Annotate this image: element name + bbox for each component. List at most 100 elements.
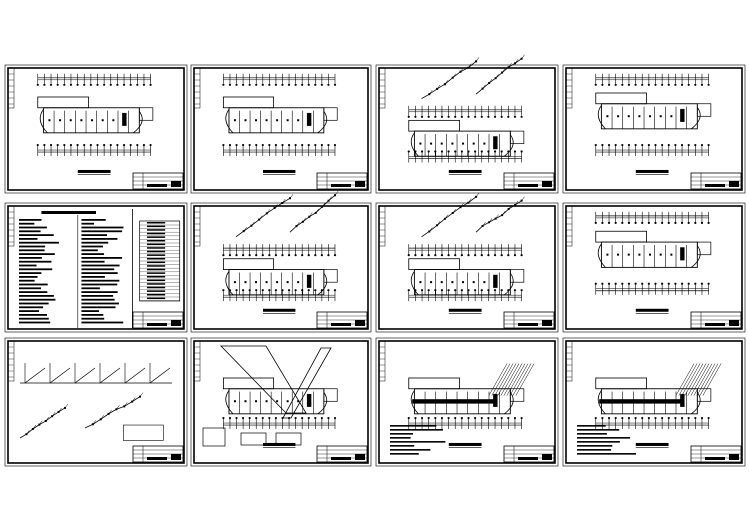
building-footprint xyxy=(408,258,525,296)
drawing-sheet-2 xyxy=(190,64,372,194)
grid-bubble xyxy=(467,150,470,153)
curved-wall xyxy=(410,390,419,415)
grid-bubble xyxy=(96,143,99,147)
branch-pipe xyxy=(49,367,71,384)
branch-pipe xyxy=(24,367,46,384)
grid-bubble xyxy=(493,150,497,153)
note-text-line xyxy=(81,219,106,221)
title-block-fill xyxy=(542,320,552,326)
note-text-line xyxy=(81,245,104,248)
pipe-segment xyxy=(19,433,27,439)
pipe-segment xyxy=(266,207,275,214)
pipe-segment xyxy=(468,196,477,204)
binding-strip xyxy=(378,340,386,382)
grid-bubble xyxy=(434,254,437,257)
grid-bubble xyxy=(314,143,317,147)
grid-bubble xyxy=(707,416,710,420)
fixture xyxy=(244,119,247,122)
fixture xyxy=(430,142,433,145)
grid-bubble xyxy=(407,254,410,257)
grid-bubble xyxy=(520,416,523,420)
sheet-inner-border xyxy=(193,340,369,464)
grid-bubble xyxy=(467,254,470,257)
grid-bubble xyxy=(320,143,323,147)
grid-bubble xyxy=(268,83,271,86)
grid-bubble xyxy=(281,143,284,147)
fixture xyxy=(91,119,94,122)
grid-bubble xyxy=(420,289,424,292)
note-text-line xyxy=(81,317,105,320)
grid-bubble xyxy=(647,221,650,224)
fixture xyxy=(451,142,454,145)
note-text-line xyxy=(19,298,56,301)
title-block-text xyxy=(705,323,725,326)
legend-text xyxy=(146,222,166,224)
grid-bubble xyxy=(228,254,232,257)
pipe-segment xyxy=(32,424,40,430)
grid-bubble xyxy=(520,115,523,118)
grid-bubble xyxy=(136,143,139,147)
grid-bubble xyxy=(301,289,304,292)
grid-bubble xyxy=(36,83,39,86)
design-notes xyxy=(19,209,181,328)
grid-bubble xyxy=(149,83,152,86)
grid-bubble xyxy=(687,221,690,224)
note-text-line xyxy=(81,306,116,309)
isometric-pipe-diagram xyxy=(289,191,339,233)
curved-wall xyxy=(504,392,514,415)
note-text-line xyxy=(81,310,100,312)
grid-bubble xyxy=(647,416,650,420)
legend-text xyxy=(146,268,166,271)
note-text-line xyxy=(81,253,105,255)
grid-bubble xyxy=(301,416,304,420)
pipe-segment xyxy=(495,214,503,219)
grid-bubble xyxy=(601,143,604,147)
legend-text xyxy=(146,283,166,285)
note-text-line xyxy=(19,310,40,312)
sheet-inner-border xyxy=(7,67,185,191)
pipe-segment xyxy=(131,396,141,402)
grid-bubble xyxy=(122,83,126,86)
hatch-line xyxy=(693,363,713,396)
grid-bubble xyxy=(641,83,644,86)
hatch-line xyxy=(699,363,719,396)
hatch-band xyxy=(412,399,495,404)
grid-bubble xyxy=(434,416,437,420)
stair-block xyxy=(696,103,712,117)
fixture xyxy=(255,119,258,122)
grid-bubble xyxy=(222,254,225,257)
isometric-pipe-diagram xyxy=(235,194,294,238)
note-text-line xyxy=(19,314,48,316)
grid-bubble xyxy=(594,83,597,86)
fixture xyxy=(59,119,62,122)
grid-bubble xyxy=(103,143,106,147)
legend-text xyxy=(146,290,166,292)
curved-wall xyxy=(225,271,234,296)
grid-bubble xyxy=(268,289,271,292)
grid-bubble xyxy=(621,143,624,147)
grid-bubble xyxy=(268,143,271,147)
pipe-segment xyxy=(482,82,490,89)
grid-bubble xyxy=(142,83,146,86)
grid-bubble xyxy=(500,115,503,118)
grid-bubble xyxy=(241,416,245,420)
fixture xyxy=(265,400,268,403)
grid-bubble xyxy=(460,416,463,420)
grid-bubble xyxy=(487,150,490,153)
grid-bubble xyxy=(103,83,106,86)
title-block xyxy=(316,445,368,463)
note-text-line xyxy=(19,238,38,240)
hatch-line xyxy=(500,363,520,396)
legend-text xyxy=(146,294,166,296)
grid-bubble xyxy=(294,289,297,292)
grid-bubble xyxy=(222,143,225,147)
grid-bubble xyxy=(440,254,444,257)
shaft xyxy=(306,274,312,288)
grid-bubble xyxy=(460,254,463,257)
legend-text xyxy=(146,240,166,242)
sheet-outer-border xyxy=(190,337,372,467)
pipe-segment xyxy=(258,213,268,220)
hatch-band xyxy=(599,399,682,404)
drawing-sheet-12 xyxy=(562,337,746,467)
grid-bubble xyxy=(694,83,697,86)
